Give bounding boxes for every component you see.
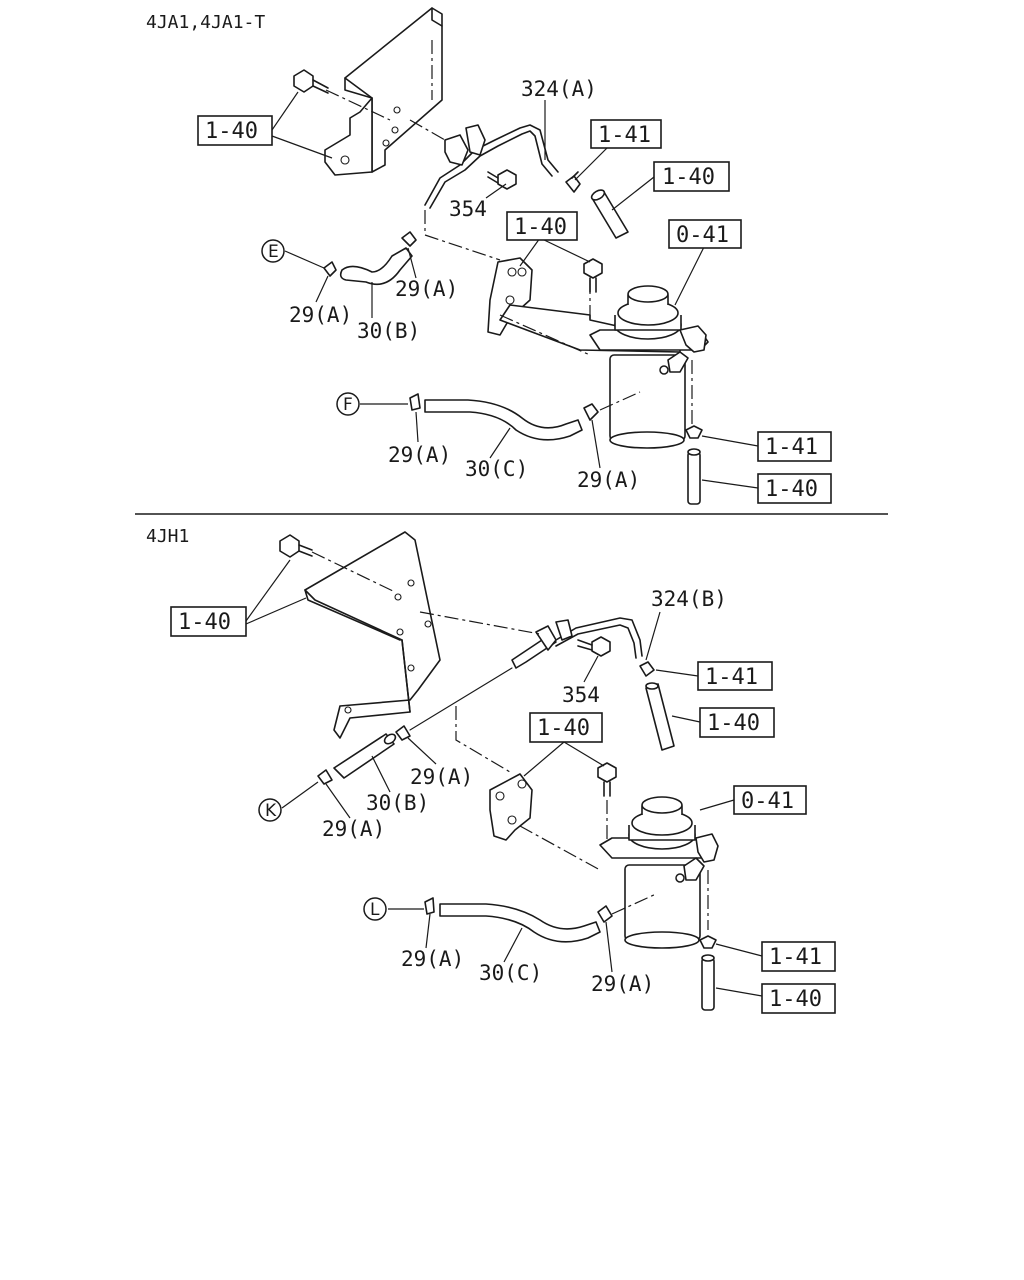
label-29a-f-top: 29(A) xyxy=(388,443,451,467)
label-29a-filter-bottom: 29(A) xyxy=(591,972,654,996)
label-324b: 324(B) xyxy=(651,587,727,611)
label-30c-top: 30(C) xyxy=(465,457,528,481)
svg-text:1-41: 1-41 xyxy=(598,123,651,148)
hose-30c-top xyxy=(409,391,641,441)
callout-leaders-top xyxy=(271,91,759,489)
fuel-filter-bottom xyxy=(599,796,719,949)
ref-box-1-40-bracket-bottom: 1-40 xyxy=(529,712,603,743)
label-29a-l-bottom: 29(A) xyxy=(401,947,464,971)
label-30b-top: 30(B) xyxy=(357,319,420,343)
ref-box-1-40-outlet-bottom: 1-40 xyxy=(761,983,836,1014)
fuel-pipe-324a xyxy=(409,119,559,261)
bolt-bottom xyxy=(279,534,396,593)
fuel-filter-top xyxy=(589,285,709,449)
ref-box-0-41-filter-bottom: 0-41 xyxy=(733,785,807,815)
svg-text:1-40: 1-40 xyxy=(662,165,715,190)
clip-bottom-right xyxy=(639,661,675,751)
label-29a-k-bottom: 29(A) xyxy=(322,817,385,841)
label-29a-hose-bottom: 29(A) xyxy=(410,765,473,789)
label-30c-bottom: 30(C) xyxy=(479,961,542,985)
label-29a-filter-top: 29(A) xyxy=(577,468,640,492)
svg-text:E: E xyxy=(268,242,279,262)
svg-text:1-41: 1-41 xyxy=(765,435,818,460)
marker-e: E xyxy=(261,239,285,263)
ref-box-1-40-bolt-top: 1-40 xyxy=(197,115,273,146)
marker-l: L xyxy=(363,897,387,921)
fitting-filter-outlet-bottom xyxy=(699,935,717,1011)
bolt-bracket-bottom xyxy=(597,762,617,840)
bolt-354-bottom xyxy=(577,636,611,657)
bolt-bracket-top xyxy=(583,258,603,293)
section-title-bottom: 4JH1 xyxy=(146,526,189,547)
ref-box-1-41-pipe-top: 1-41 xyxy=(590,119,662,149)
svg-text:1-41: 1-41 xyxy=(769,945,822,970)
svg-text:1-40: 1-40 xyxy=(178,610,231,635)
ref-box-1-41-pipe-bottom: 1-41 xyxy=(697,661,773,691)
svg-text:F: F xyxy=(343,395,353,415)
ref-box-1-40-bracket-top: 1-40 xyxy=(506,211,578,241)
svg-text:0-41: 0-41 xyxy=(741,789,794,814)
svg-text:1-40: 1-40 xyxy=(537,716,590,741)
hose-30c-bottom xyxy=(424,893,657,943)
svg-text:1-40: 1-40 xyxy=(205,119,258,144)
ref-box-0-41-filter-top: 0-41 xyxy=(668,219,742,249)
marker-f: F xyxy=(336,392,360,416)
label-30b-bottom: 30(B) xyxy=(366,791,429,815)
fitting-filter-outlet-top xyxy=(685,425,703,505)
ref-box-1-40-hose-bottom: 1-40 xyxy=(699,707,775,738)
section-top: 4JA1,4JA1-T xyxy=(146,7,832,505)
callout-leaders-bottom xyxy=(245,559,763,997)
hose-small-top xyxy=(590,189,629,239)
label-29a-hose-top: 29(A) xyxy=(395,277,458,301)
svg-text:1-40: 1-40 xyxy=(765,477,818,502)
ref-box-1-40-outlet-top: 1-40 xyxy=(757,473,832,504)
label-354-bottom: 354 xyxy=(562,683,600,707)
bolt-354-top xyxy=(487,169,517,190)
bolt-top xyxy=(293,69,391,121)
ref-box-1-40-bolt-bottom: 1-40 xyxy=(170,606,247,637)
svg-text:1-41: 1-41 xyxy=(705,665,758,690)
ref-box-1-41-outlet-top: 1-41 xyxy=(757,431,832,462)
mounting-bracket-bottom xyxy=(304,531,441,739)
section-bottom: 4JH1 xyxy=(146,526,836,1014)
mounting-bracket-top xyxy=(324,7,443,176)
label-29a-e-top: 29(A) xyxy=(289,303,352,327)
fuel-pipe-324b xyxy=(419,611,643,669)
svg-text:1-40: 1-40 xyxy=(707,711,760,736)
section-title-top: 4JA1,4JA1-T xyxy=(146,12,265,33)
svg-text:K: K xyxy=(265,801,277,821)
label-324a: 324(A) xyxy=(521,77,597,101)
hose-30b-bottom xyxy=(317,725,411,785)
ref-box-1-41-outlet-bottom: 1-41 xyxy=(761,941,836,972)
pipe-connector-line xyxy=(409,667,513,731)
clip-top-right xyxy=(565,171,581,193)
svg-text:1-40: 1-40 xyxy=(769,987,822,1012)
svg-text:L: L xyxy=(370,900,380,920)
hose-30b-top xyxy=(323,231,417,286)
label-354-top: 354 xyxy=(449,197,487,221)
filter-bracket-bottom xyxy=(455,706,601,871)
svg-text:0-41: 0-41 xyxy=(676,223,729,248)
svg-text:1-40: 1-40 xyxy=(514,215,567,240)
ref-box-1-40-hose-top: 1-40 xyxy=(653,161,730,192)
marker-k: K xyxy=(258,798,282,822)
